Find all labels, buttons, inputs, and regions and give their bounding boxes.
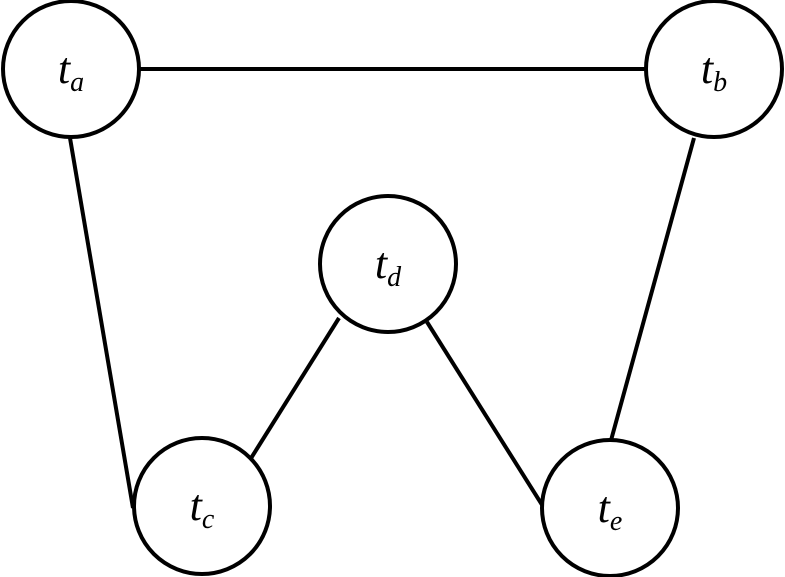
node-d-label: td xyxy=(375,239,402,293)
node-d-circle xyxy=(318,194,458,334)
node-b-label: tb xyxy=(701,44,727,98)
node-a: ta xyxy=(1,0,141,139)
node-d: td xyxy=(318,194,458,334)
node-e-label: te xyxy=(598,483,623,537)
node-c-circle xyxy=(132,436,272,576)
edge-b-e xyxy=(608,137,696,445)
node-e-circle xyxy=(540,438,680,577)
node-b-circle xyxy=(644,0,784,139)
edge-d-e xyxy=(425,320,546,510)
node-b: tb xyxy=(644,0,784,139)
node-e: te xyxy=(540,438,680,577)
node-c: tc xyxy=(132,436,272,576)
node-a-circle xyxy=(1,0,141,139)
node-c-label: tc xyxy=(190,481,215,535)
node-a-label: ta xyxy=(58,44,84,98)
edge-d-c xyxy=(246,316,341,465)
edge-a-c xyxy=(68,137,135,509)
